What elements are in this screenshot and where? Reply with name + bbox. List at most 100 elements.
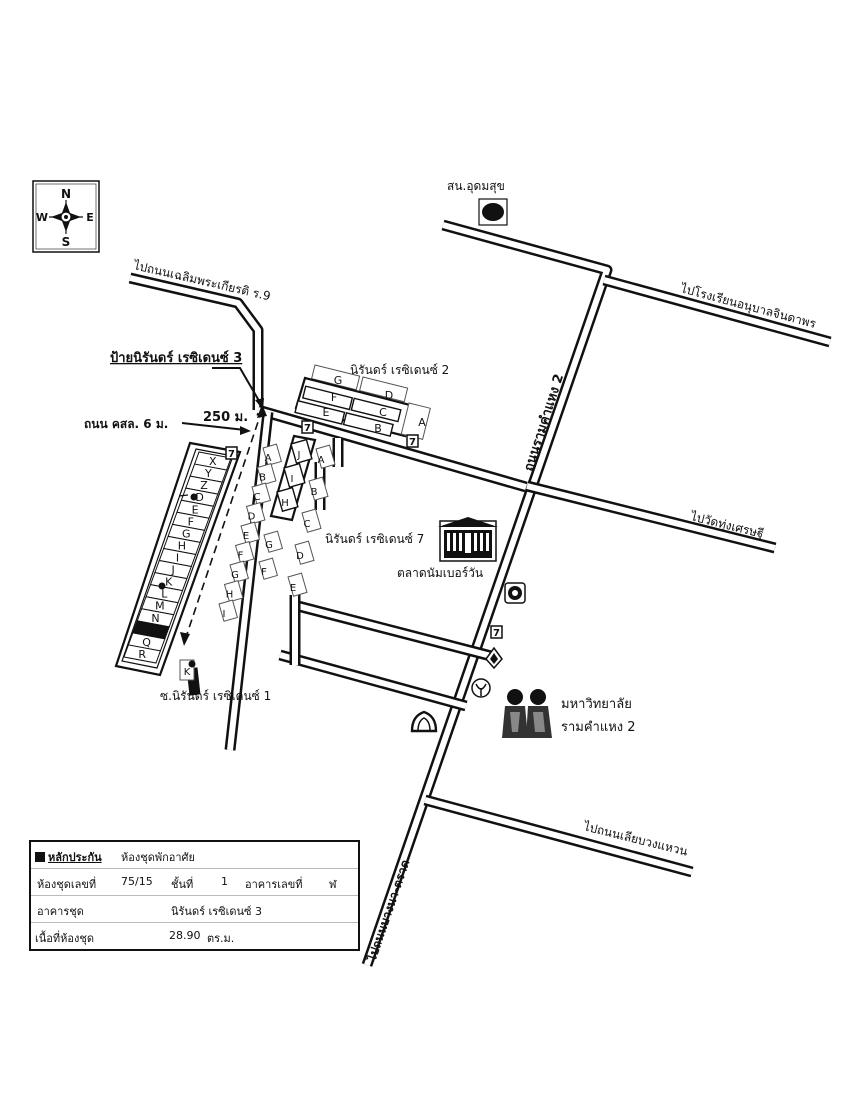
nirun2-b: B (374, 422, 382, 435)
mid-col1-cell-label: I (223, 609, 226, 620)
label-nirun2: นิรันดร์ เรซิเดนซ์ 2 (350, 363, 449, 377)
mid-col1-cell (229, 560, 250, 583)
mid-col1-cell-label: E (243, 531, 249, 542)
legend-building-label: อาคารเลขที่ (245, 878, 303, 891)
ptt-station-icon (471, 678, 491, 698)
building-cell-label: M (155, 600, 165, 613)
legend-area-value: 28.90 (169, 929, 201, 942)
building-cell-label: D (195, 491, 203, 504)
mid-col1-cell-label: G (231, 570, 239, 581)
jih-cell (276, 486, 299, 513)
label-road-bang-na-trat: ไปถนนบางนา-ตราด (363, 857, 412, 964)
mid-col1-cell-label: C (254, 492, 261, 503)
label-sign-nirun3: ป้ายนิรันดร์ เรซิเดนซ์ 3 (110, 350, 242, 366)
building-cell-label: I (176, 552, 179, 565)
legend-row-condo: อาคารชุด นิรันดร์ เรซิเดนซ์ 3 (31, 896, 358, 923)
building-cell-label: H (178, 539, 186, 552)
building-cell-label: Z (200, 479, 208, 492)
nirun2-g: G (334, 374, 343, 387)
mid-col2-cell (263, 530, 284, 553)
right-col-cell-label: D (296, 551, 304, 562)
right-col-cell (308, 476, 329, 501)
label-distance: 250 ม. (203, 410, 248, 425)
label-university-line1: มหาวิทยาลัย (561, 697, 632, 712)
legend-row-unit: ห้องชุดเลขที่ 75/15 ชั้นที่ 1 อาคารเลขที… (31, 869, 358, 896)
right-col-cell-label: C (304, 519, 311, 530)
dot-marker (188, 660, 196, 668)
right-col-cell-label: A (318, 455, 325, 466)
jih-cell-label: I (291, 474, 294, 485)
compass-n: N (61, 187, 71, 201)
legend-unit-value: 75/15 (121, 875, 153, 888)
university-statue-icon (502, 689, 552, 738)
legend-unit-label: ห้องชุดเลขที่ (37, 878, 97, 891)
building-cell-label: E (192, 503, 199, 516)
legend-condo-value: นิรันดร์ เรซิเดนซ์ 3 (171, 905, 263, 918)
legend-row-area: เนื้อที่ห้องชุด 28.90 ตร.ม. (31, 923, 358, 949)
legend-building-value: ฬ (329, 878, 337, 891)
mid-col1-cell (234, 541, 255, 564)
mid-col1-cell (240, 521, 261, 544)
mid-col2-cell-label: G (265, 540, 273, 551)
nirun2-e: E (323, 406, 330, 419)
legend-floor-value: 1 (221, 875, 228, 888)
jih-cell (283, 462, 306, 489)
legend-header-value: ห้องชุดพักอาศัย (121, 851, 195, 864)
building-cell-label: F (188, 515, 194, 528)
building-cell-label: N (151, 612, 159, 625)
building-cell-label: G (182, 527, 191, 540)
mid-col1-cell-label: D (248, 512, 256, 523)
jih-cell-label: H (281, 498, 289, 509)
right-col-cell-label: E (290, 583, 296, 594)
mid-col1-cell (245, 502, 266, 525)
mid-col2-cell-label: F (261, 567, 267, 578)
temple-icon (410, 710, 438, 733)
label-university-line2: รามคำแหง 2 (561, 720, 636, 735)
building-cell-label: X (209, 455, 217, 468)
roads (128, 219, 832, 967)
mid-col1-cell (262, 443, 283, 466)
dot-marker (190, 493, 198, 501)
nirun2-d: D (385, 389, 393, 402)
legend-header: หลักประกัน (35, 848, 102, 866)
label-road-kssl: ถนน คสล. 6 ม. (84, 417, 168, 431)
mid-col1-cell (223, 580, 244, 603)
right-col-cell (294, 540, 315, 565)
svg-text:7: 7 (409, 437, 416, 448)
compass-w: W (36, 211, 48, 224)
police-station-icon (478, 198, 508, 226)
building-cell (123, 644, 162, 664)
square-icon (35, 852, 45, 862)
legend-condo-label: อาคารชุด (37, 905, 84, 918)
mid-col1-cell (251, 482, 272, 505)
legend-box: หลักประกัน ห้องชุดพักอาศัย ห้องชุดเลขที่… (29, 840, 360, 951)
mid-col1-cell-label: B (259, 473, 266, 484)
block-jih: J I H (269, 434, 317, 522)
mid-col1-cell-label: F (238, 551, 244, 562)
nirun2-f: F (331, 391, 337, 404)
dashed-route (180, 404, 267, 646)
label-soi-nirun1: ซ.นิรันดร์ เรซิเดนซ์ 1 (160, 689, 271, 703)
bank-icon (504, 582, 526, 604)
jih-cell (290, 438, 313, 465)
right-col-cell (301, 508, 322, 533)
legend-area-label: เนื้อที่ห้องชุด (35, 932, 94, 945)
svg-text:7: 7 (304, 423, 311, 434)
building-cell-label: Q (142, 636, 151, 649)
bottom-k-label: K (184, 667, 191, 678)
jih-cell-label: J (297, 450, 301, 461)
building-cell-label: K (165, 576, 173, 589)
svg-text:7: 7 (493, 628, 500, 639)
compass: N S W E (32, 180, 100, 253)
building-cell-label: L (161, 588, 168, 601)
compass-e: E (86, 211, 94, 224)
mid-col1-cell (256, 463, 277, 486)
store-icons: 7 7 7 7 (225, 420, 503, 639)
mid-col1-cell-label: A (265, 453, 272, 464)
nirun2-c: C (379, 406, 387, 419)
legend-area-unit: ตร.ม. (207, 932, 235, 945)
